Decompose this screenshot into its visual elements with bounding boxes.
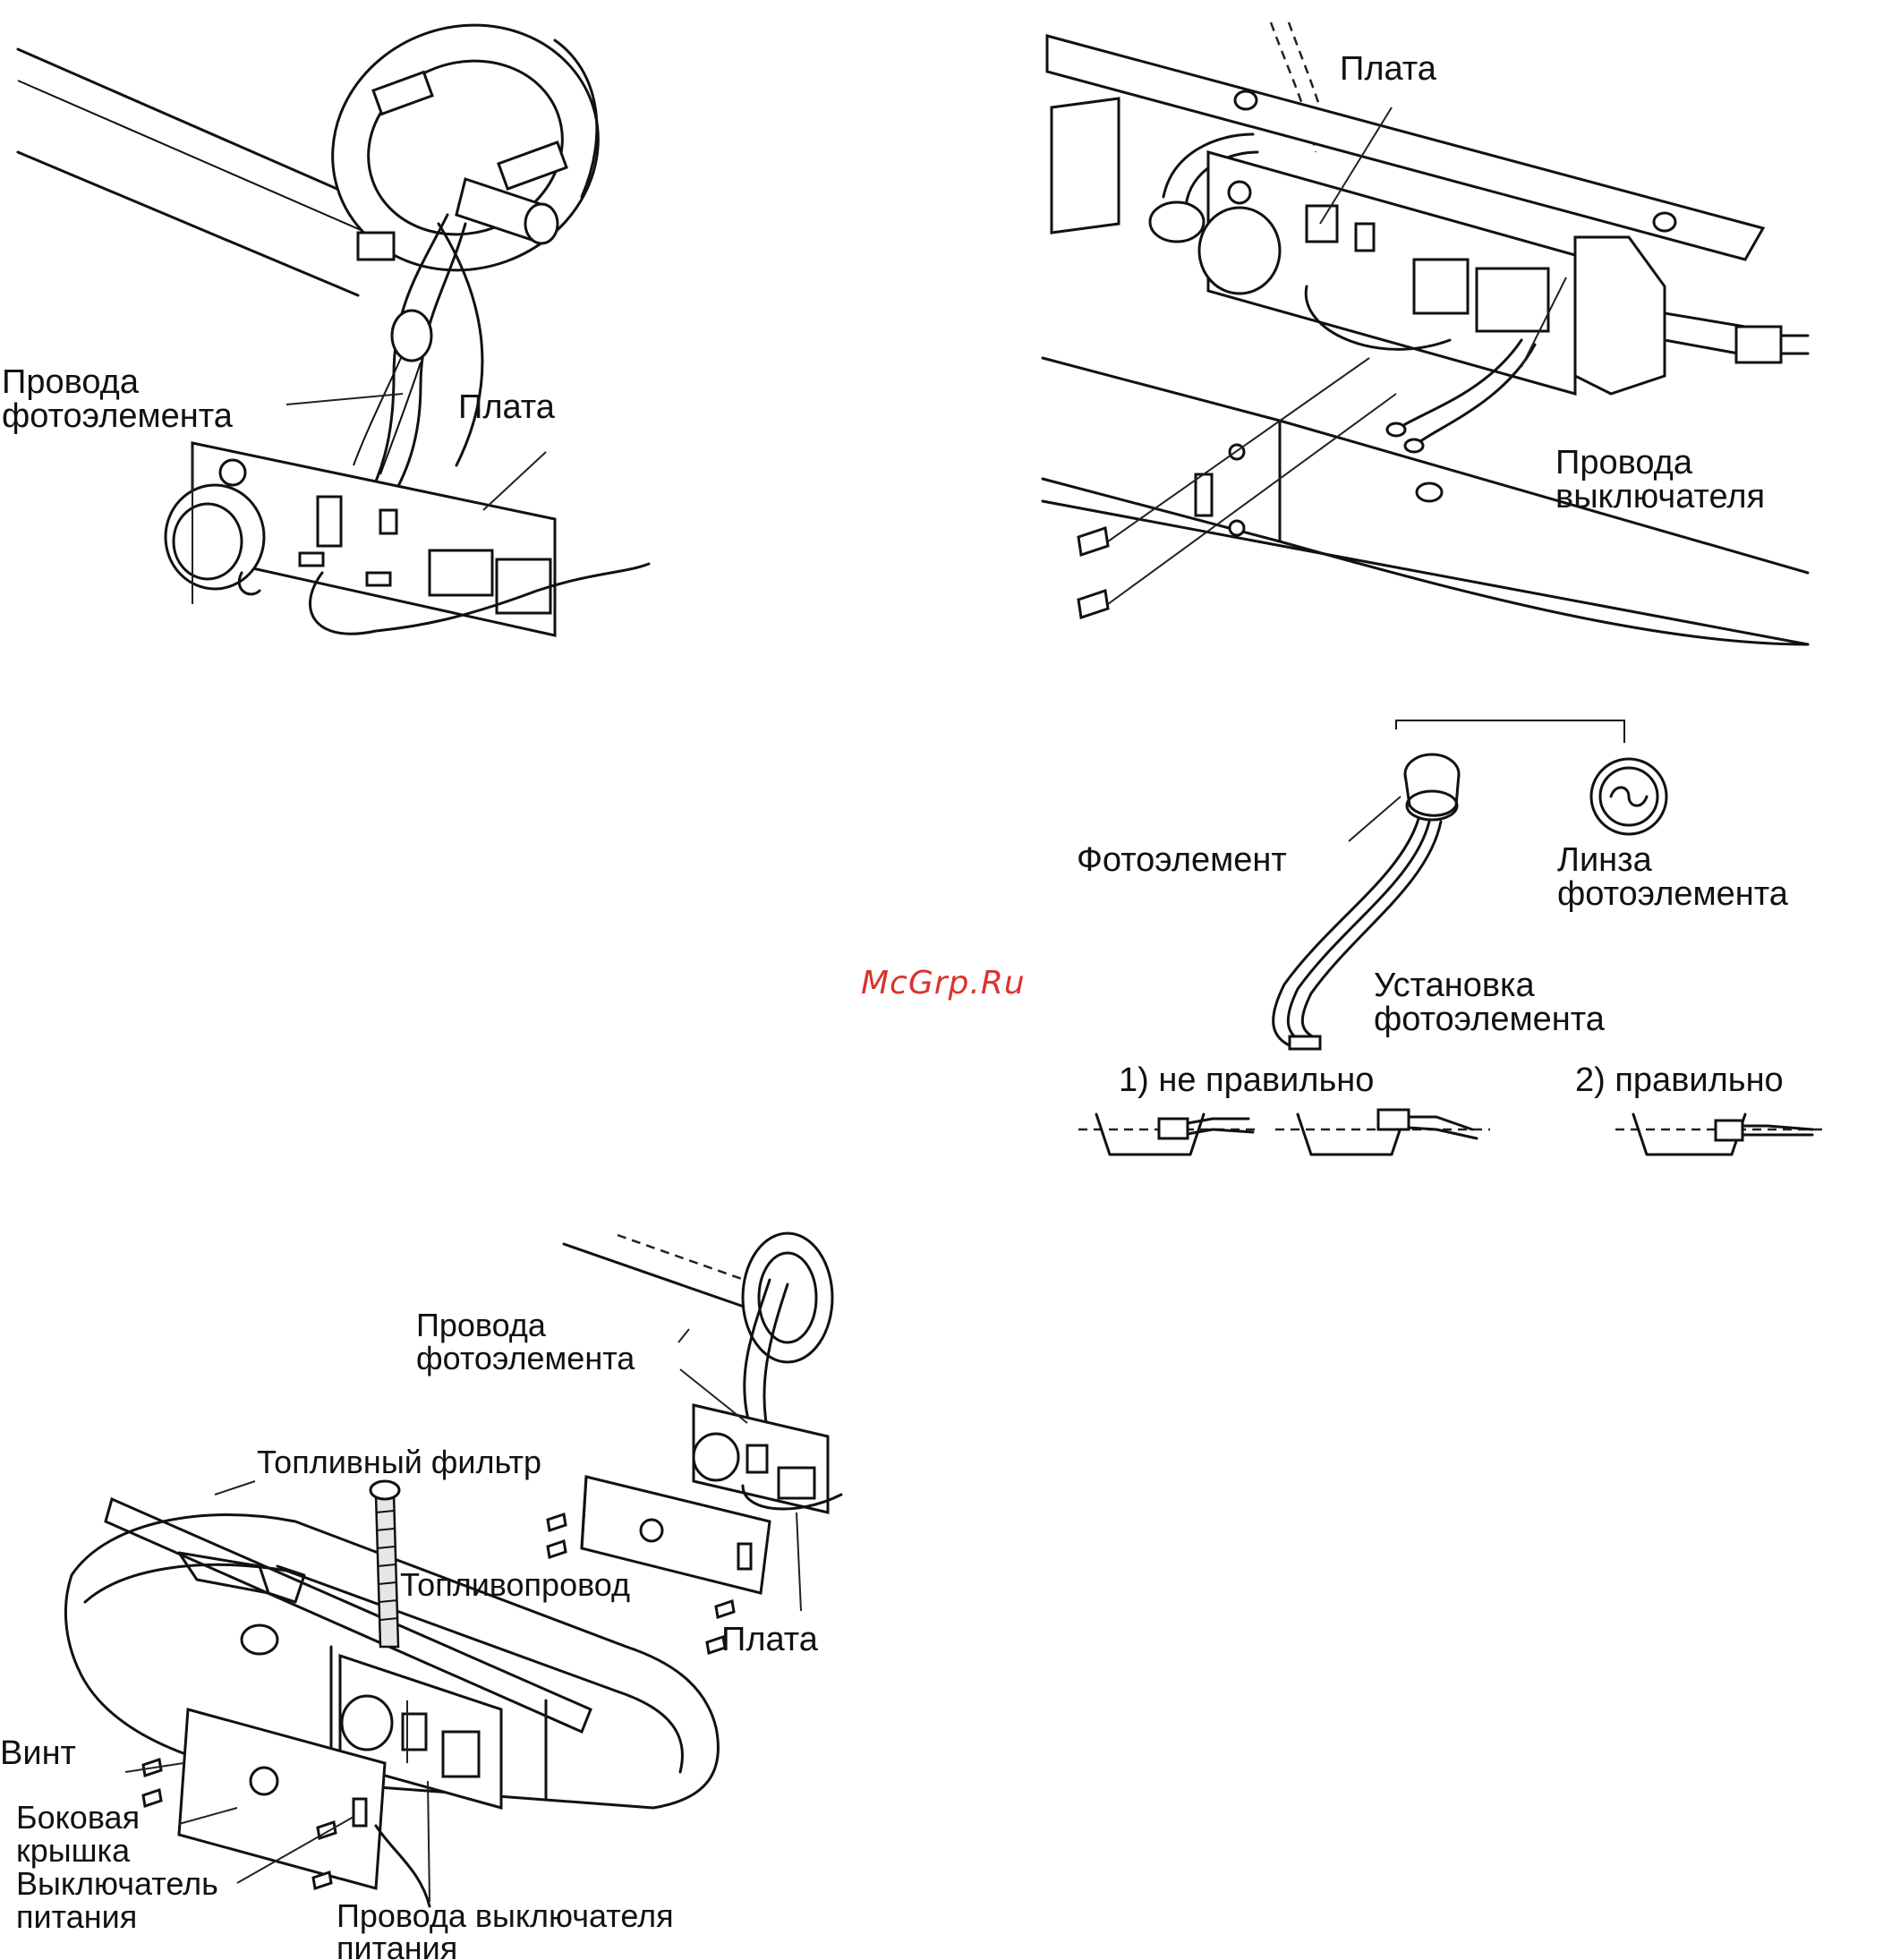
label-right-installation: 2) правильно: [1575, 1063, 1784, 1097]
label-lens-line1: Линза: [1557, 843, 1652, 877]
label-board: Плата: [721, 1623, 818, 1657]
label-switch-wires-line2: выключателя: [1555, 480, 1765, 514]
label-switch-wires-line1: Провода: [1555, 446, 1692, 480]
diagram-photocell-installation: Фотоэлемент Линза фотоэлемента Установка…: [1069, 716, 1839, 1181]
label-photocell-wires-line1: Провода: [416, 1308, 546, 1342]
label-installation-line2: фотоэлемента: [1374, 1002, 1605, 1036]
label-installation-line1: Установка: [1374, 968, 1535, 1002]
label-board: Плата: [1340, 52, 1436, 86]
label-screw: Винт: [0, 1736, 76, 1770]
label-photocell-wires-line1: Провода: [2, 365, 139, 399]
watermark-text: McGrp.Ru: [861, 965, 1026, 1001]
label-wrong-installation: 1) не правильно: [1119, 1063, 1374, 1097]
diagram-photocell-wires-board: Провода фотоэлемента Плата: [0, 0, 788, 680]
label-power-switch-line2: питания: [16, 1900, 137, 1933]
label-power-switch-line1: Выключатель: [16, 1867, 218, 1900]
diagram-switch-wires-board: Плата Провода выключателя: [1038, 18, 1826, 662]
panel3-drawing: [1069, 716, 1839, 1181]
diagram-heater-assembly: Провода фотоэлемента Топливный фильтр То…: [0, 1226, 886, 1960]
label-photocell-wires-line2: фотоэлемента: [416, 1342, 635, 1375]
label-board: Плата: [458, 390, 555, 424]
label-side-cover-line2: крышка: [16, 1834, 130, 1867]
label-lens-line2: фотоэлемента: [1557, 877, 1788, 911]
label-power-switch-wires-line2: питания: [337, 1931, 457, 1960]
label-photocell: Фотоэлемент: [1077, 843, 1287, 877]
label-fuel-line: Топливопровод: [400, 1568, 630, 1601]
panel2-drawing: [1038, 18, 1826, 662]
label-side-cover-line1: Боковая: [16, 1801, 140, 1834]
label-fuel-filter: Топливный фильтр: [257, 1445, 541, 1479]
label-power-switch-wires-line1: Провода выключателя: [337, 1899, 674, 1932]
panel1-drawing: [0, 0, 788, 680]
label-photocell-wires-line2: фотоэлемента: [2, 399, 233, 433]
